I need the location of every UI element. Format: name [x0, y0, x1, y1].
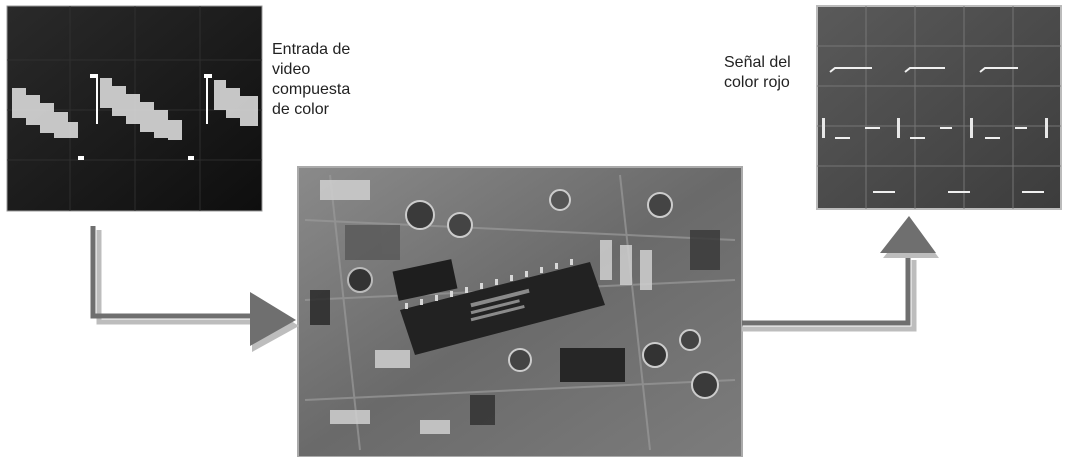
integrated-circuit-chip	[400, 259, 605, 355]
small-ic	[560, 348, 625, 382]
output-signal-label: Señal del color rojo	[724, 54, 791, 91]
output-arrow	[742, 216, 939, 332]
capacitors	[347, 189, 719, 399]
red-signal-scope-image	[816, 5, 1062, 210]
composite-video-scope-image	[6, 5, 263, 212]
input-arrow	[90, 226, 299, 352]
circuit-board-photo	[297, 166, 743, 457]
input-signal-label: Entrada de video compuesta de color	[272, 41, 351, 118]
